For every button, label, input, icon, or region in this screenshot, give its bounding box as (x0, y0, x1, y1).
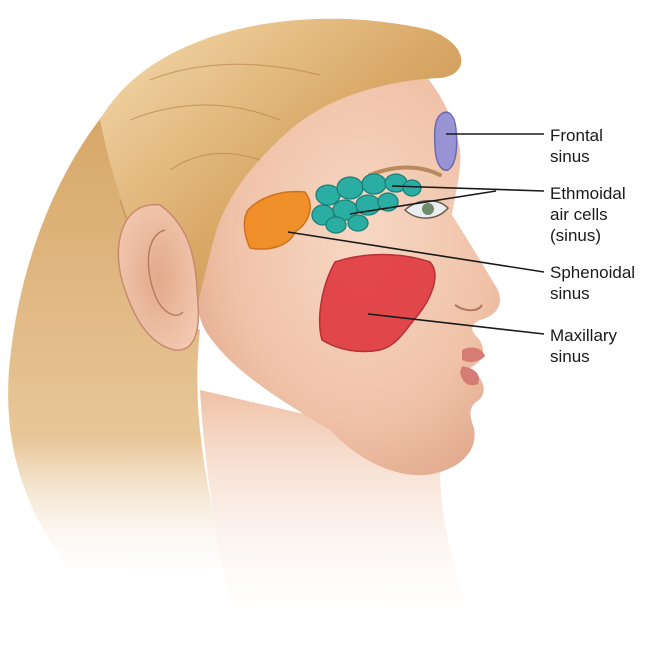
ethmoidal-sinus-label-line3: (sinus) (550, 225, 626, 246)
sphenoidal-sinus-label: Sphenoidal sinus (550, 262, 635, 304)
maxillary-sinus-label-line2: sinus (550, 346, 617, 367)
ethmoidal-sinus-label-line2: air cells (550, 204, 626, 225)
ethmoidal-sinus-label: Ethmoidal air cells (sinus) (550, 183, 626, 246)
iris (422, 203, 434, 215)
maxillary-sinus-label-line1: Maxillary (550, 325, 617, 346)
ethmoidal-sinus-label-line1: Ethmoidal (550, 183, 626, 204)
frontal-sinus-label-line1: Frontal (550, 125, 603, 146)
maxillary-sinus-label: Maxillary sinus (550, 325, 617, 367)
frontal-sinus-label-line2: sinus (550, 146, 603, 167)
sphenoidal-sinus-label-line1: Sphenoidal (550, 262, 635, 283)
frontal-sinus (435, 112, 457, 170)
frontal-sinus-label: Frontal sinus (550, 125, 603, 167)
sphenoidal-sinus-label-line2: sinus (550, 283, 635, 304)
